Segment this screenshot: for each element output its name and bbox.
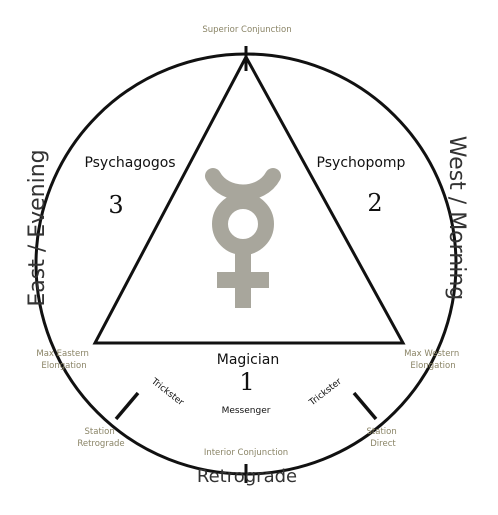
region-3-number: 3 [108, 191, 123, 219]
triangle [92, 53, 406, 345]
mercury-head [212, 193, 274, 255]
trickster-right-label: Trickster [307, 377, 344, 409]
trickster-left-label: Trickster [148, 376, 185, 408]
max-western-elongation-label: Max Western Elongation [404, 349, 462, 371]
region-magician-label: Magician [217, 352, 279, 368]
region-psychopomp-label: Psychopomp [317, 155, 406, 171]
region-2-number: 2 [367, 189, 382, 217]
mercury-horns [205, 168, 281, 201]
station-direct-tick [352, 391, 378, 421]
east-evening-label: East / Evening [25, 149, 50, 306]
interior-conjunction-label: Interior Conjunction [204, 448, 288, 458]
station-retrograde-tick [114, 391, 140, 421]
retrograde-label: Retrograde [197, 466, 297, 487]
region-psychagogos-label: Psychagogos [84, 155, 175, 171]
superior-conjunction-label: Superior Conjunction [202, 25, 291, 35]
max-eastern-elongation-label: Max Eastern Elongation [36, 349, 91, 371]
mercury-symbol-icon [205, 168, 281, 308]
station-direct-label: Station Direct [367, 427, 400, 449]
west-morning-label: West / Morning [444, 136, 469, 301]
station-retrograde-label: Station Retrograde [77, 427, 124, 449]
region-1-number: 1 [239, 368, 254, 396]
messenger-label: Messenger [222, 406, 271, 416]
